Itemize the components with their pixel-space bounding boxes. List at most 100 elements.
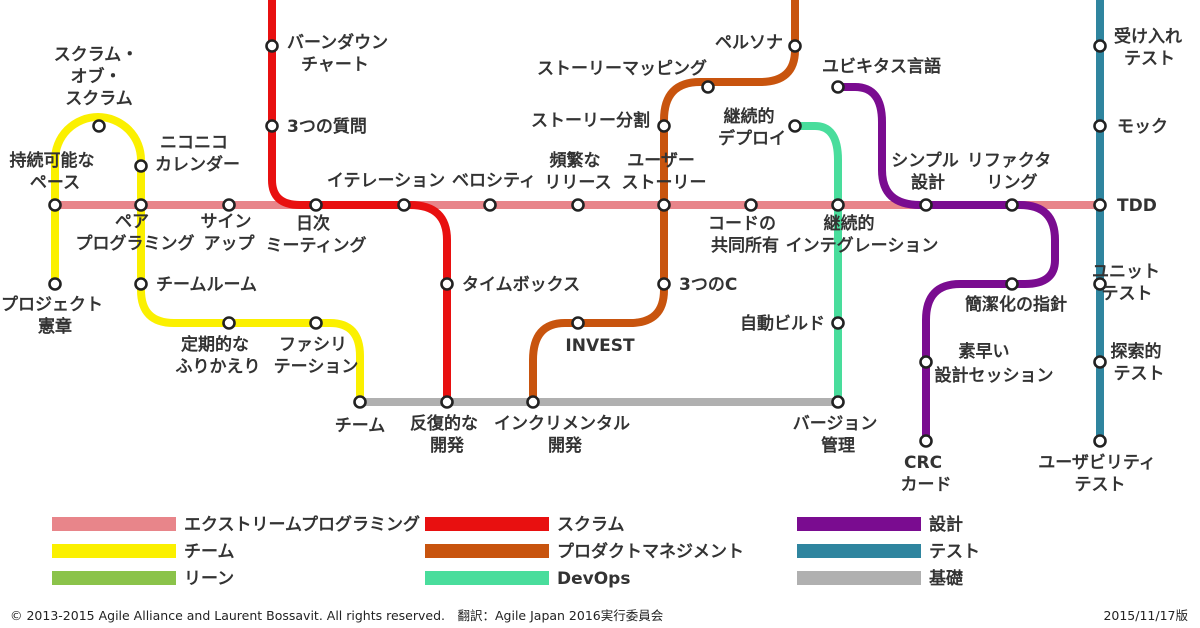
label-tdd: TDD [1117, 196, 1157, 216]
label-sustainable-pace: 持続可能な ペース [10, 150, 101, 193]
legend-swatch-team [52, 544, 176, 558]
label-timebox: タイムボックス [462, 275, 580, 295]
label-ubiquitous-language: ユビキタス言語 [822, 56, 941, 77]
station-scrum-of-scrums[interactable] [92, 119, 106, 133]
label-incremental-development: インクリメンタル 開発 [494, 414, 636, 456]
line-design [834, 83, 1059, 444]
station-iterative-development[interactable] [440, 395, 454, 409]
label-continuous-deploy: 継続的 デプロイ [718, 106, 786, 149]
legend: エクストリームプログラミング スクラム 設計 チーム プロダクトマネジメント テ… [52, 514, 980, 589]
station-acceptance-test[interactable] [1093, 39, 1107, 53]
station-continuous-deploy[interactable] [788, 119, 802, 133]
label-pair-programming: ペア プログラミング [76, 212, 195, 254]
station-user-story[interactable] [657, 198, 671, 212]
label-sign-up: サイン アップ [201, 212, 258, 254]
map-labels: バーンダウン チャート 3つの質問 日次 ミーティング イテレーション ベロシテ… [1, 26, 1182, 495]
label-retrospective: 定期的な ふりかえり [176, 334, 261, 377]
station-refactoring[interactable] [1005, 198, 1019, 212]
station-story-splitting[interactable] [657, 119, 671, 133]
legend-label-xp: エクストリームプログラミング [184, 514, 420, 535]
station-burndown[interactable] [265, 39, 279, 53]
station-iteration[interactable] [397, 198, 411, 212]
station-collective-ownership[interactable] [744, 198, 758, 212]
station-simplicity[interactable] [1005, 277, 1019, 291]
station-exploratory-test[interactable] [1093, 355, 1107, 369]
label-project-charter: プロジェクト 憲章 [1, 294, 109, 337]
station-project-charter[interactable] [48, 277, 62, 291]
label-mock: モック [1117, 117, 1168, 137]
legend-swatch-test [797, 544, 921, 558]
station-invest[interactable] [571, 316, 585, 330]
legend-label-devops: DevOps [557, 569, 630, 589]
station-usability-test[interactable] [1093, 434, 1107, 448]
station-three-cs[interactable] [657, 277, 671, 291]
station-sustainable-pace[interactable] [48, 198, 62, 212]
station-team-room[interactable] [134, 277, 148, 291]
station-persona[interactable] [788, 39, 802, 53]
label-team-room: チームルーム [156, 275, 257, 295]
station-facilitation[interactable] [309, 316, 323, 330]
label-velocity: ベロシティ [452, 171, 536, 191]
label-simple-design: シンプル 設計 [891, 150, 964, 193]
label-refactoring: リファクタ リング [967, 151, 1057, 193]
label-crc-cards: CRC カード [901, 453, 952, 495]
station-automated-build[interactable] [831, 316, 845, 330]
label-facilitation: ファシリ テーション [274, 335, 359, 377]
station-story-mapping[interactable] [701, 80, 715, 94]
label-invest: INVEST [565, 336, 635, 356]
label-iteration: イテレーション [327, 171, 445, 191]
label-story-splitting: ストーリー分割 [531, 110, 650, 131]
copyright-notice: © 2013-2015 Agile Alliance and Laurent B… [10, 608, 664, 623]
legend-label-lean: リーン [184, 569, 234, 589]
line-devops [791, 122, 842, 406]
station-unit-test[interactable] [1093, 277, 1107, 291]
legend-label-product: プロダクトマネジメント [557, 541, 744, 562]
legend-label-test: テスト [929, 542, 980, 562]
station-incremental-development[interactable] [526, 395, 540, 409]
label-simplicity: 簡潔化の指針 [964, 294, 1067, 315]
station-pair-programming[interactable] [134, 198, 148, 212]
station-version-control[interactable] [831, 395, 845, 409]
label-quick-design-session: 素早い 設計セッション [935, 342, 1054, 386]
station-niko-niko[interactable] [134, 159, 148, 173]
label-persona: ペルソナ [715, 33, 783, 53]
station-quick-design-session[interactable] [919, 355, 933, 369]
label-team: チーム [335, 416, 386, 436]
station-team[interactable] [353, 395, 367, 409]
legend-label-design: 設計 [929, 514, 963, 535]
station-daily-meeting[interactable] [309, 198, 323, 212]
legend-label-scrum: スクラム [557, 515, 625, 535]
legend-swatch-scrum [425, 517, 549, 531]
station-crc-cards[interactable] [919, 434, 933, 448]
station-velocity[interactable] [483, 198, 497, 212]
map-stations [48, 39, 1107, 448]
label-three-cs: 3つのC [679, 275, 737, 295]
legend-swatch-lean [52, 571, 176, 585]
label-automated-build: 自動ビルド [740, 313, 825, 334]
station-frequent-release[interactable] [571, 198, 585, 212]
label-exploratory-test: 探索的 テスト [1111, 341, 1168, 384]
legend-label-team: チーム [184, 542, 235, 562]
label-daily-meeting: 日次 ミーティング [266, 213, 367, 256]
label-usability-test: ユーザビリティ テスト [1038, 453, 1162, 495]
label-continuous-integration: 継続的 インテグレーション [786, 213, 939, 256]
label-collective-ownership: コードの 共同所有 [708, 214, 782, 256]
edition-date: 2015/11/17版 [1103, 608, 1188, 623]
station-simple-design[interactable] [919, 198, 933, 212]
station-timebox[interactable] [440, 277, 454, 291]
station-continuous-integration[interactable] [831, 198, 845, 212]
legend-swatch-devops [425, 571, 549, 585]
station-mock[interactable] [1093, 119, 1107, 133]
station-sign-up[interactable] [222, 198, 236, 212]
station-ubiquitous-language[interactable] [831, 80, 845, 94]
label-iterative-development: 反復的な 開発 [410, 413, 484, 456]
legend-swatch-base [797, 571, 921, 585]
label-niko-niko: ニコニコ カレンダー [155, 133, 240, 175]
label-unit-test: ユニット テスト [1092, 262, 1166, 304]
label-user-story: ユーザー ストーリー [622, 151, 707, 193]
station-retrospective[interactable] [222, 316, 236, 330]
station-tdd[interactable] [1093, 198, 1107, 212]
legend-swatch-product [425, 544, 549, 558]
station-three-questions[interactable] [265, 119, 279, 133]
